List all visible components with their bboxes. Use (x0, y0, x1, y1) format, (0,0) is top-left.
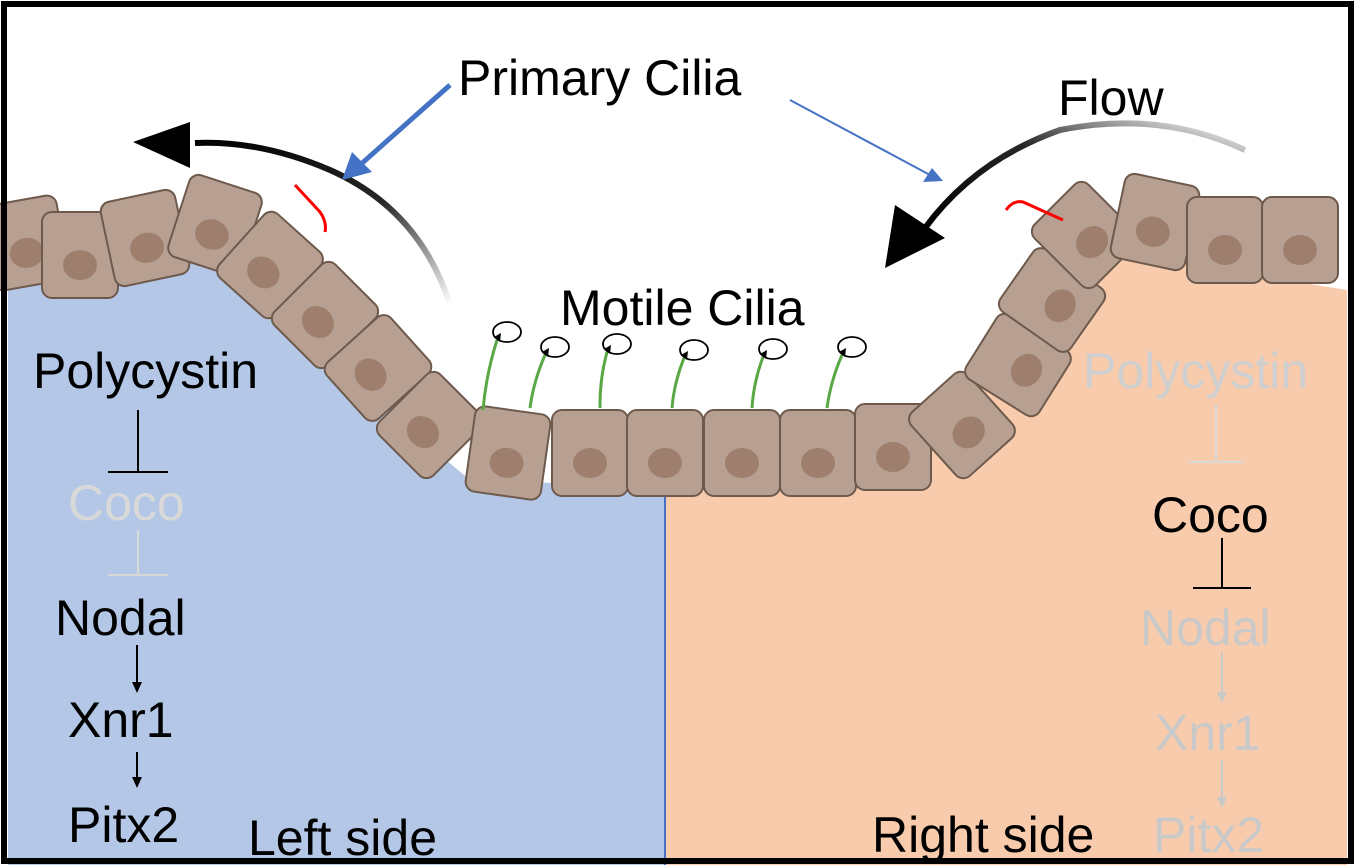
right-pitx2: Pitx2 (1153, 807, 1264, 863)
primary-cilium-left (295, 185, 325, 232)
motile-cilium (827, 337, 866, 408)
left-nodal: Nodal (55, 590, 186, 646)
motile-cilium (530, 337, 569, 408)
motile-cilium (672, 340, 708, 408)
right-side-label: Right side (872, 807, 1094, 863)
left-coco: Coco (68, 475, 185, 531)
primary-cilia-pointer-left (342, 85, 450, 180)
right-coco: Coco (1152, 487, 1269, 543)
epithelial-cell (552, 410, 628, 496)
epithelial-cell (1187, 197, 1263, 283)
cell-nucleus (725, 448, 759, 478)
cell-nucleus (648, 448, 682, 478)
epithelial-cell (464, 405, 551, 501)
right-polycystin: Polycystin (1083, 343, 1308, 399)
cell-nucleus (876, 442, 910, 472)
cell-nucleus (63, 250, 97, 280)
left-xnr1: Xnr1 (68, 692, 174, 748)
motile-cilia-label: Motile Cilia (560, 280, 805, 336)
cell-nucleus (1283, 235, 1317, 265)
motile-cilium (752, 339, 787, 408)
cell-nucleus (573, 448, 607, 478)
motile-cilium (600, 334, 631, 408)
epithelial-cell (627, 410, 703, 496)
left-polycystin: Polycystin (33, 343, 258, 399)
right-xnr1: Xnr1 (1155, 705, 1261, 761)
left-pitx2: Pitx2 (68, 797, 179, 853)
cell-nucleus (1208, 235, 1242, 265)
epithelial-cell (1262, 197, 1338, 283)
primary-cilia-label: Primary Cilia (458, 50, 742, 106)
motile-cilium (483, 322, 521, 410)
cell-nucleus (801, 448, 835, 478)
epithelial-cell (704, 410, 780, 496)
left-side-label: Left side (248, 810, 437, 865)
right-nodal: Nodal (1140, 600, 1271, 656)
epithelial-cell (780, 410, 856, 496)
primary-cilia-pointer-right (790, 100, 943, 182)
flow-label: Flow (1058, 70, 1164, 126)
